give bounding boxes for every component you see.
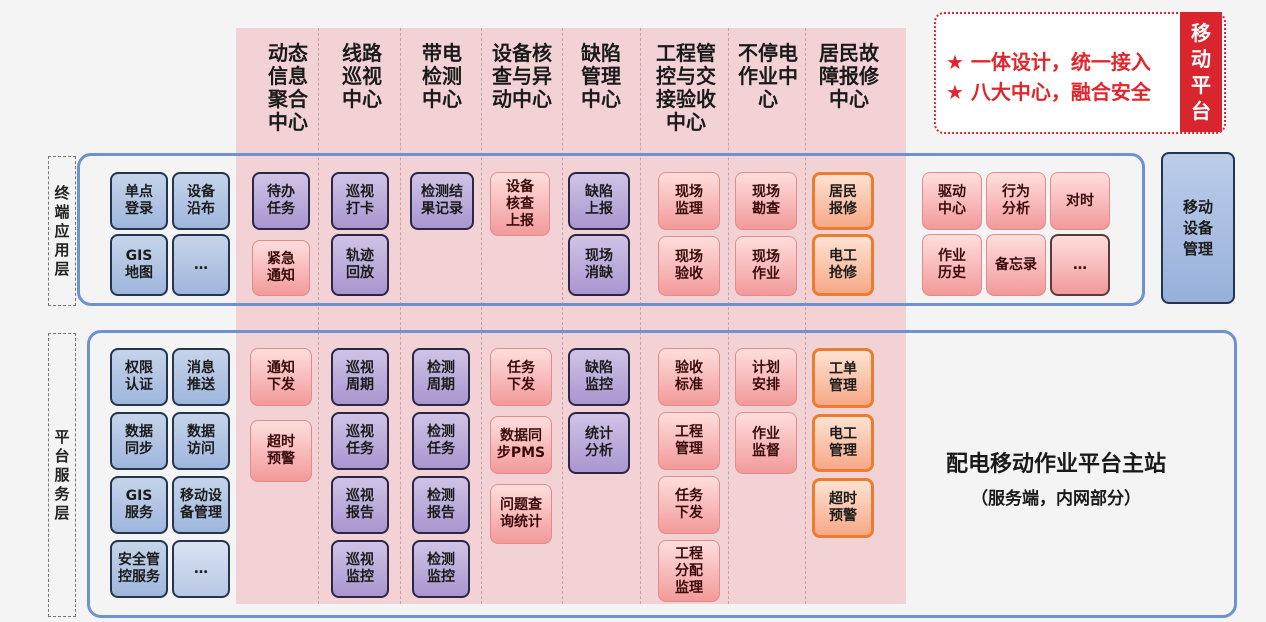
platform-work-order-box[interactable]: 工单 管理 [812, 348, 874, 408]
terminal-device-layout-box[interactable]: 设备 沿布 [172, 172, 230, 230]
terminal-onsite-acceptance-box[interactable]: 现场 验收 [658, 236, 720, 296]
column-separator [805, 28, 806, 604]
header-defect-management-center: 缺陷 管理 中心 [581, 41, 621, 111]
column-separator [318, 28, 319, 604]
platform-layer-frame [87, 330, 1237, 618]
platform-layer-label: 平 台 服 务 层 [48, 333, 76, 617]
platform-patrol-monitor-box[interactable]: 巡视 监控 [331, 540, 389, 598]
column-separator [562, 28, 563, 604]
terminal-resident-repair-box[interactable]: 居民 报修 [812, 172, 874, 230]
platform-data-sync-box[interactable]: 数据 同步 [110, 412, 168, 470]
terminal-layer-frame [77, 153, 1145, 306]
terminal-right-more-box[interactable]: … [1050, 234, 1110, 296]
platform-detection-monitor-box[interactable]: 检测 监控 [412, 540, 470, 598]
mobile-platform-label: 移 动 平 台 [1180, 12, 1222, 132]
mobile-device-management-box[interactable]: 移动 设备 管理 [1161, 152, 1235, 304]
terminal-electrician-repair-box[interactable]: 电工 抢修 [812, 234, 874, 296]
platform-patrol-task-box[interactable]: 巡视 任务 [331, 412, 389, 470]
platform-auth-box[interactable]: 权限 认证 [110, 348, 168, 406]
header-line-patrol-center: 线路 巡视 中心 [342, 41, 382, 111]
platform-engineering-supervision-box[interactable]: 工程 分配 监理 [658, 540, 720, 602]
platform-issue-query-box[interactable]: 问题查 询统计 [490, 484, 552, 544]
platform-message-push-box[interactable]: 消息 推送 [172, 348, 230, 406]
tagline-eight-centers: ★ 八大中心，融合安全 [946, 80, 1151, 104]
platform-detection-cycle-box[interactable]: 检测 周期 [412, 348, 470, 406]
platform-patrol-report-box[interactable]: 巡视 报告 [331, 476, 389, 534]
terminal-more-box[interactable]: … [172, 234, 230, 296]
main-station-subtitle: （服务端，内网部分） [971, 489, 1141, 509]
platform-mobile-device-mgmt-box[interactable]: 移动设 备管理 [172, 476, 230, 534]
terminal-onsite-supervision-box[interactable]: 现场 监理 [658, 172, 720, 230]
header-dynamic-info-center: 动态 信息 聚合 中心 [268, 41, 308, 134]
platform-work-supervision-box[interactable]: 作业 监督 [735, 412, 797, 474]
column-separator [640, 28, 641, 604]
terminal-onsite-defect-fix-box[interactable]: 现场 消缺 [568, 234, 630, 296]
platform-statistics-box[interactable]: 统计 分析 [568, 412, 630, 474]
terminal-urgent-notice-box[interactable]: 紧急 通知 [252, 240, 310, 296]
terminal-time-sync-box[interactable]: 对时 [1050, 172, 1110, 230]
terminal-defect-report-box[interactable]: 缺陷 上报 [568, 172, 630, 230]
terminal-work-history-box[interactable]: 作业 历史 [922, 234, 982, 296]
terminal-driver-center-box[interactable]: 驱动 中心 [922, 172, 982, 230]
platform-pms-sync-box[interactable]: 数据同 步PMS [490, 416, 552, 474]
platform-acceptance-standard-box[interactable]: 验收 标准 [658, 348, 720, 406]
mobile-platform-callout: ★ 一体设计，统一接入 ★ 八大中心，融合安全 [934, 12, 1226, 134]
platform-task-dispatch-box[interactable]: 任务 下发 [490, 348, 552, 406]
platform-gis-service-box[interactable]: GIS 服务 [110, 476, 168, 534]
terminal-sso-box[interactable]: 单点 登录 [110, 172, 168, 230]
platform-detection-report-box[interactable]: 检测 报告 [412, 476, 470, 534]
header-engineering-control-center: 工程管 控与交 接验收 中心 [656, 41, 716, 134]
main-station-title: 配电移动作业平台主站 [945, 452, 1166, 477]
platform-timeout-warning-box[interactable]: 超时 预警 [250, 420, 312, 482]
platform-detection-task-box[interactable]: 检测 任务 [412, 412, 470, 470]
terminal-layer-label: 终 端 应 用 层 [48, 156, 76, 306]
terminal-memo-box[interactable]: 备忘录 [986, 234, 1046, 296]
column-separator [400, 28, 401, 604]
platform-timeout-alert-box[interactable]: 超时 预警 [812, 478, 874, 538]
platform-defect-monitor-box[interactable]: 缺陷 监控 [568, 348, 630, 406]
header-live-work-center: 不停电 作业中 心 [738, 41, 798, 111]
platform-plan-schedule-box[interactable]: 计划 安排 [735, 348, 797, 406]
platform-notice-dispatch-box[interactable]: 通知 下发 [250, 348, 312, 406]
platform-security-control-box[interactable]: 安全管 控服务 [110, 540, 168, 598]
platform-electrician-mgmt-box[interactable]: 电工 管理 [812, 414, 874, 472]
header-live-detection-center: 带电 检测 中心 [422, 41, 462, 111]
terminal-equipment-report-box[interactable]: 设备 核查 上报 [490, 172, 550, 236]
terminal-detection-record-box[interactable]: 检测结 果记录 [410, 172, 474, 230]
header-equipment-check-center: 设备核 查与异 动中心 [492, 41, 552, 111]
platform-engineering-mgmt-box[interactable]: 工程 管理 [658, 412, 720, 470]
platform-data-access-box[interactable]: 数据 访问 [172, 412, 230, 470]
platform-more-box[interactable]: … [172, 540, 230, 598]
terminal-pending-tasks-box[interactable]: 待办 任务 [252, 172, 310, 230]
column-separator [481, 28, 482, 604]
platform-engineering-task-dispatch-box[interactable]: 任务 下发 [658, 476, 720, 534]
tagline-unified-design: ★ 一体设计，统一接入 [946, 50, 1151, 74]
column-separator [728, 28, 729, 604]
header-resident-repair-center: 居民故 障报修 中心 [819, 41, 879, 111]
terminal-site-work-box[interactable]: 现场 作业 [735, 236, 797, 296]
platform-patrol-cycle-box[interactable]: 巡视 周期 [331, 348, 389, 406]
terminal-patrol-checkin-box[interactable]: 巡视 打卡 [331, 172, 389, 230]
terminal-behavior-analysis-box[interactable]: 行为 分析 [986, 172, 1046, 230]
terminal-track-playback-box[interactable]: 轨迹 回放 [331, 234, 389, 296]
terminal-site-survey-box[interactable]: 现场 勘查 [735, 172, 797, 230]
terminal-gis-map-box[interactable]: GIS 地图 [110, 234, 168, 296]
